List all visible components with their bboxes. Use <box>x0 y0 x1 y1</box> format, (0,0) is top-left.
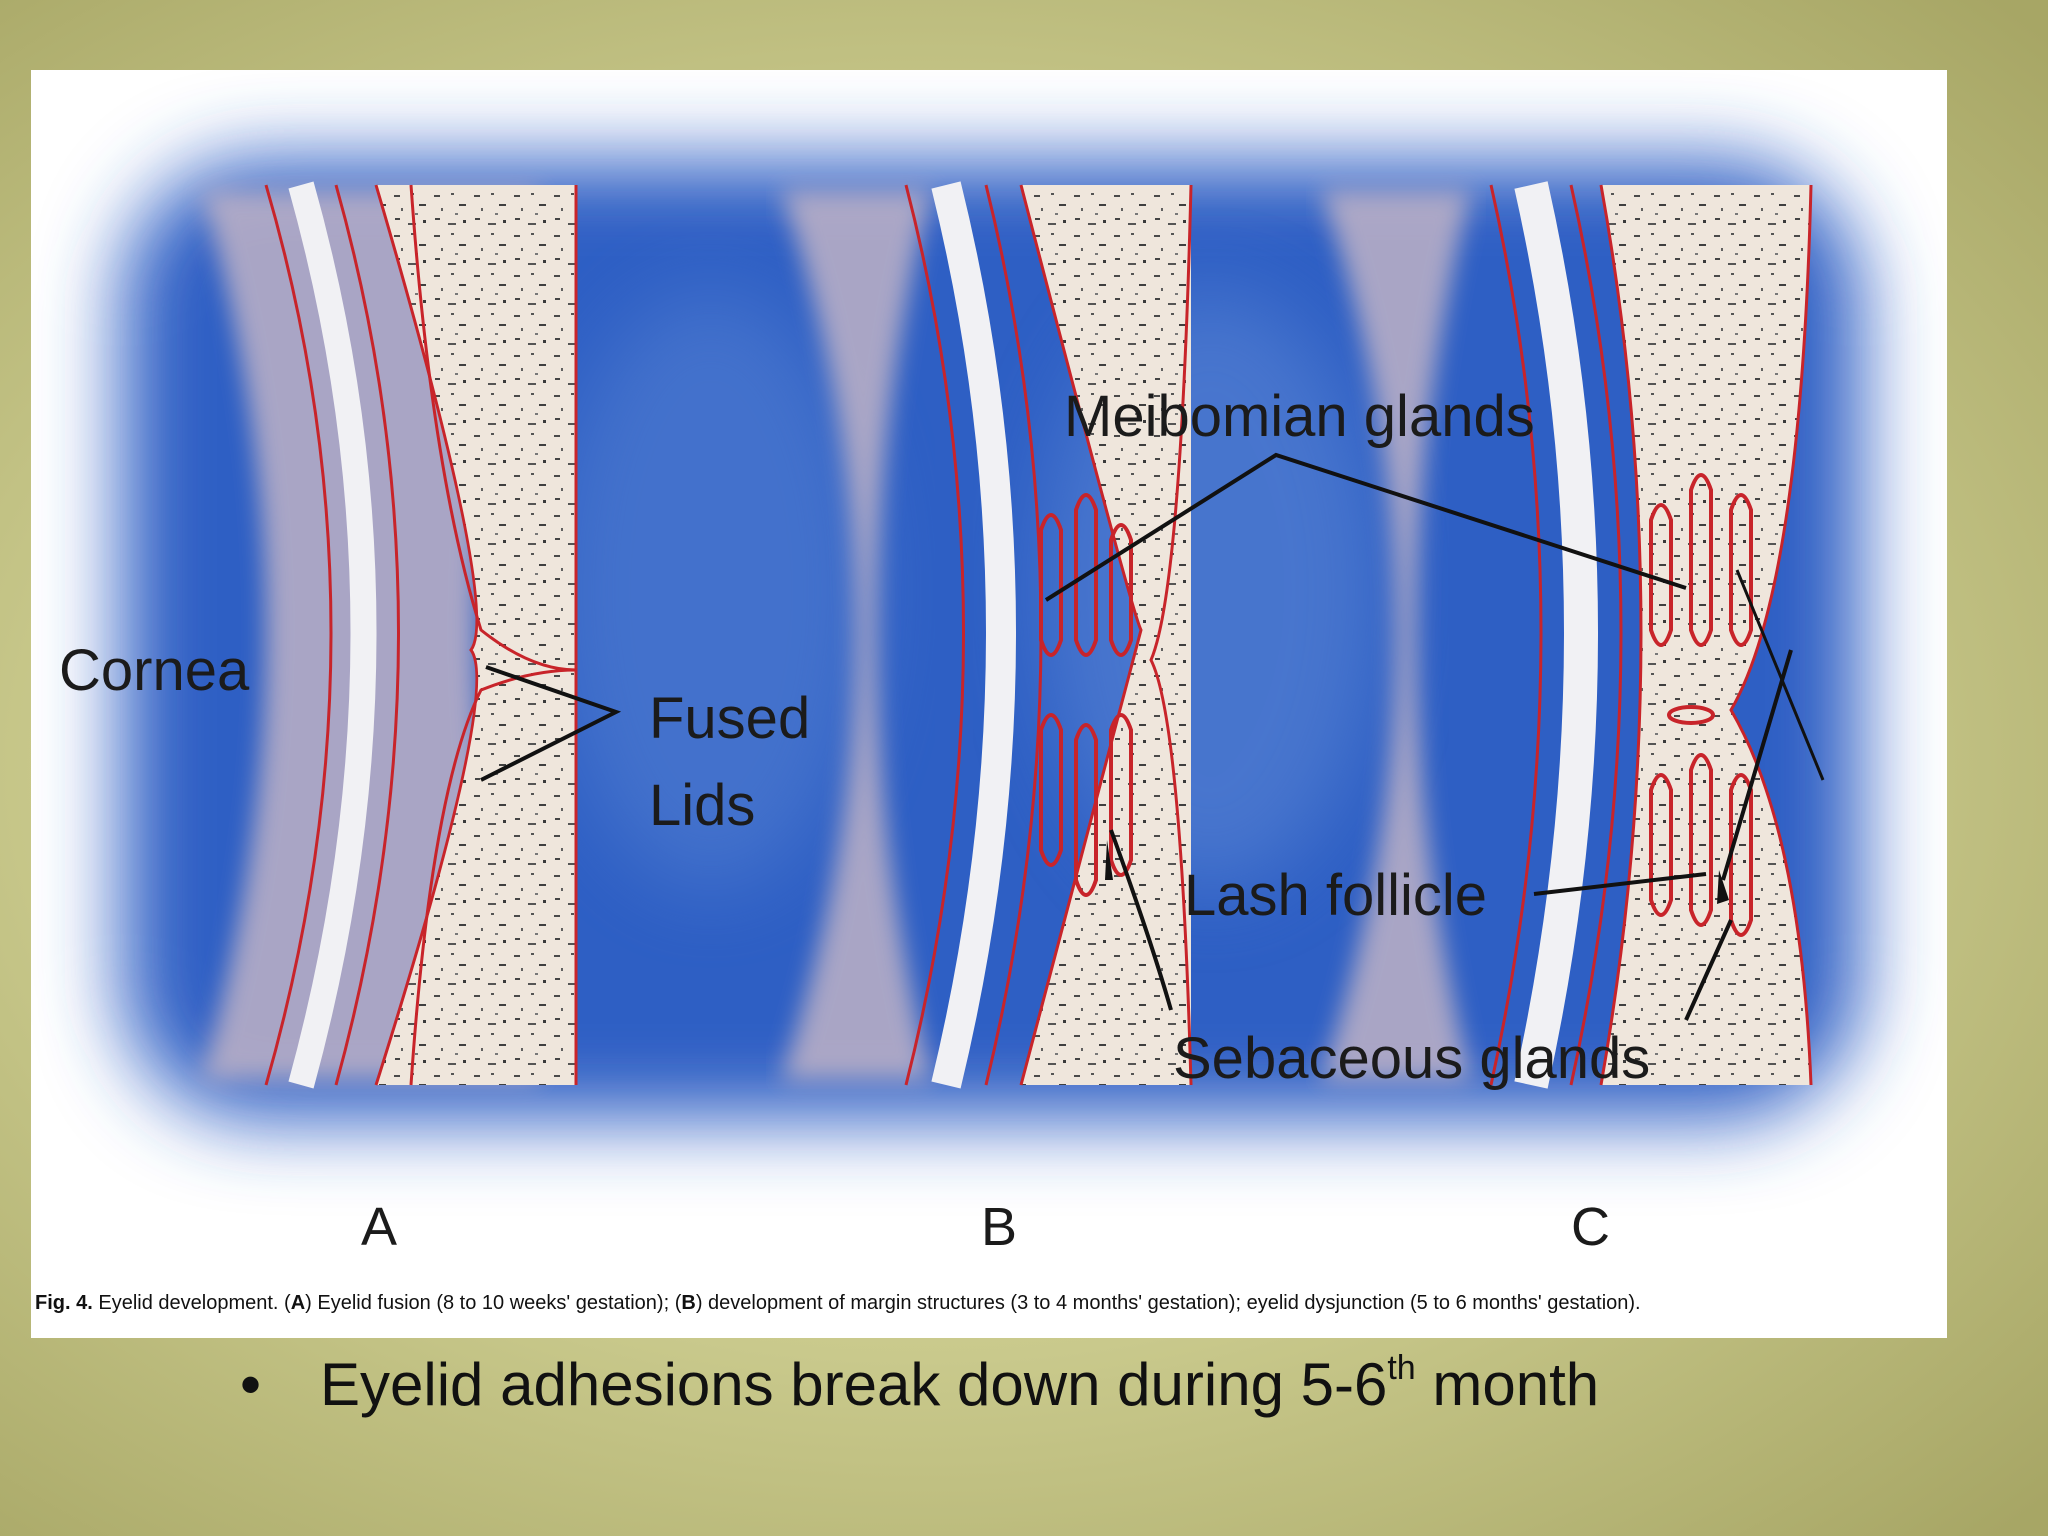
label-meibomian-glands: Meibomian glands <box>1064 384 1535 449</box>
label-fused: Fused <box>649 686 810 751</box>
bullet-symbol: • <box>240 1351 262 1418</box>
caption-part-b: ) development of margin structures (3 to… <box>695 1292 1641 1314</box>
bullet-point: • Eyelid adhesions break down during 5-6t… <box>240 1350 1840 1419</box>
panel-label-a: A <box>361 1197 397 1257</box>
bullet-superscript: th <box>1387 1349 1416 1387</box>
figure-caption: Fig. 4. Eyelid development. (A) Eyelid f… <box>35 1292 1935 1315</box>
label-lash-follicle: Lash follicle <box>1184 863 1487 928</box>
caption-a: A <box>290 1292 306 1314</box>
label-cornea: Cornea <box>59 638 250 703</box>
bullet-tail: month <box>1415 1351 1600 1418</box>
panel-b-illustration <box>781 181 1193 1089</box>
panel-label-c: C <box>1571 1197 1610 1257</box>
bullet-text: Eyelid adhesions break down during 5-6 <box>320 1351 1388 1418</box>
caption-b: B <box>681 1292 696 1314</box>
caption-fig-number: Fig. 4. <box>35 1292 93 1314</box>
caption-part-a: ) Eyelid fusion (8 to 10 weeks' gestatio… <box>305 1292 682 1314</box>
caption-lead: Eyelid development. ( <box>92 1292 291 1314</box>
leader-lines <box>480 452 1733 1021</box>
label-sebaceous-glands: Sebaceous glands <box>1173 1026 1650 1091</box>
eyelid-development-diagram: Cornea Fused Lids Meibomian glands Lash … <box>59 160 1861 1257</box>
panel-c-illustration <box>1321 181 1825 1089</box>
label-lids: Lids <box>649 773 755 838</box>
panel-label-b: B <box>981 1197 1017 1257</box>
panel-a-illustration <box>201 181 578 1089</box>
figure-panel: Cornea Fused Lids Meibomian glands Lash … <box>31 70 1947 1338</box>
